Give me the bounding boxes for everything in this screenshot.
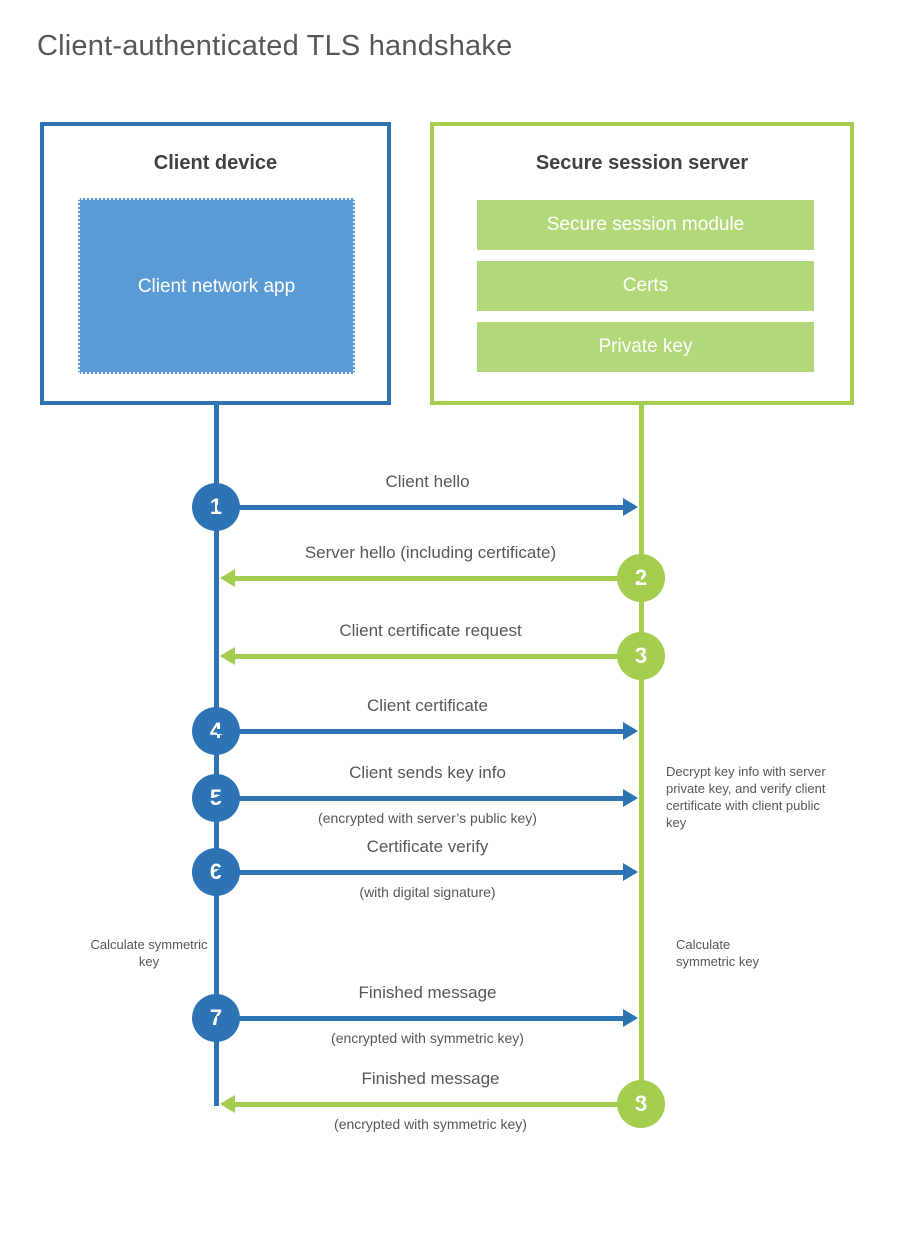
client-calculate-note: Calculate symmetric key (90, 937, 208, 969)
step-1-number: 1 (209, 494, 223, 519)
arrow-shaft (232, 654, 641, 659)
step-6-badge: 6 (192, 848, 240, 896)
arrow-shaft (217, 1016, 626, 1021)
arrow-head-right-icon (623, 789, 638, 807)
client-device-box: Client device Client network app (40, 122, 391, 405)
step-7-number: 7 (209, 1005, 223, 1030)
step-7-sublabel: (encrypted with symmetric key) (331, 1030, 524, 1046)
step-4-label: Client certificate (367, 696, 488, 715)
server-lifeline (639, 405, 644, 1095)
step-2-label: Server hello (including certificate) (304, 543, 557, 562)
module-certs: Certs (477, 261, 814, 311)
server-calculate-note: Calculate symmetric key (676, 937, 760, 969)
secure-session-server-title: Secure session server (535, 152, 749, 174)
step-4-badge: 4 (192, 707, 240, 755)
arrow-shaft (232, 576, 641, 581)
client-network-app-label: Client network app (137, 275, 296, 297)
server-decrypt-note: Decrypt key info with server private key… (666, 764, 826, 830)
step-4-number: 4 (209, 718, 223, 743)
client-lifeline (214, 405, 219, 1106)
step-7-label: Finished message (358, 983, 497, 1002)
module-secure-session: Secure session module (477, 200, 814, 250)
arrow-head-left-icon (220, 569, 235, 587)
arrow-head-right-icon (623, 722, 638, 740)
step-2-number: 2 (634, 565, 648, 590)
step-8-number: 8 (634, 1091, 648, 1116)
step-5-label: Client sends key info (349, 763, 506, 782)
step-5-sublabel: (encrypted with server’s public key) (318, 810, 537, 826)
arrow-head-right-icon (623, 498, 638, 516)
arrow-head-right-icon (623, 863, 638, 881)
arrow-shaft (217, 796, 626, 801)
step-8-sublabel: (encrypted with symmetric key) (334, 1116, 527, 1132)
step-6-sublabel: (with digital signature) (359, 884, 496, 900)
arrow-shaft (217, 870, 626, 875)
step-1-badge: 1 (192, 483, 240, 531)
module-private-key: Private key (477, 322, 814, 372)
step-5-number: 5 (209, 785, 223, 810)
step-3-number: 3 (634, 643, 648, 668)
secure-session-server-box: Secure session server Secure session mod… (430, 122, 854, 405)
page-title: Client-authenticated TLS handshake (37, 30, 513, 62)
step-6-label: Certificate verify (366, 837, 489, 856)
arrow-shaft (217, 729, 626, 734)
step-8-label: Finished message (361, 1069, 500, 1088)
client-network-app-box: Client network app (78, 198, 355, 374)
step-6-number: 6 (209, 859, 223, 884)
arrow-head-left-icon (220, 1095, 235, 1113)
arrow-shaft (232, 1102, 641, 1107)
arrow-head-left-icon (220, 647, 235, 665)
client-device-title: Client device (153, 152, 278, 174)
step-1-label: Client hello (385, 472, 470, 491)
arrow-shaft (217, 505, 626, 510)
step-3-label: Client certificate request (339, 621, 522, 640)
arrow-head-right-icon (623, 1009, 638, 1027)
